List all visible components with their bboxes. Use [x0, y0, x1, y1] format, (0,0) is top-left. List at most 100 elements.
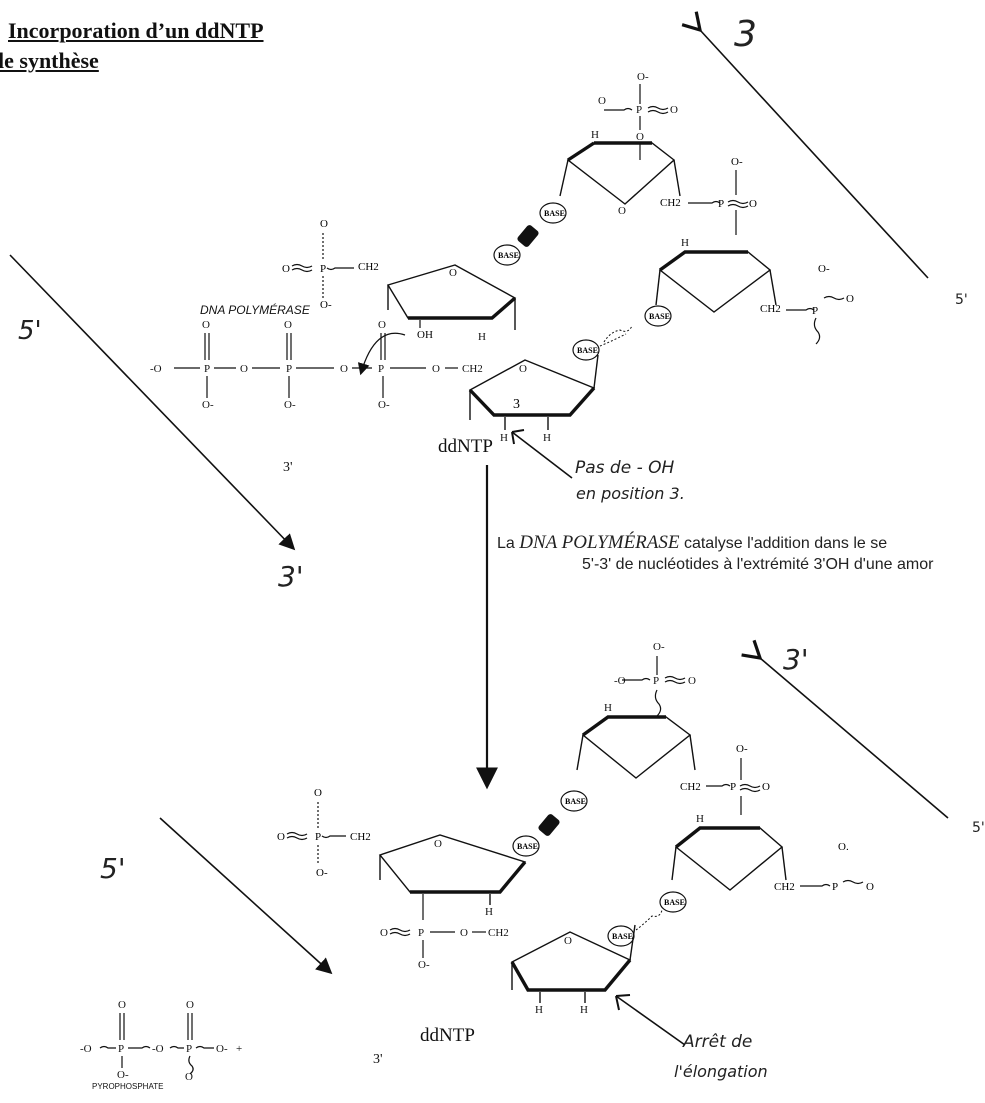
svg-text:O-: O-	[653, 641, 665, 653]
svg-text:O: O	[284, 319, 292, 331]
svg-text:P: P	[718, 198, 724, 210]
top-base-oval-4	[572, 339, 600, 361]
svg-text:O: O	[432, 363, 440, 375]
top-template-sugar-1: H O	[559, 129, 681, 217]
svg-text:O-: O-	[731, 156, 743, 168]
svg-text:O-: O-	[736, 743, 748, 755]
bottom-bottom-3prime-label: 3'	[373, 1052, 383, 1067]
svg-text:CH2: CH2	[350, 831, 371, 843]
svg-text:H: H	[696, 813, 704, 825]
svg-text:H: H	[535, 1004, 543, 1016]
svg-text:P: P	[186, 1043, 192, 1055]
svg-text:P: P	[636, 104, 642, 116]
svg-text:O: O	[378, 319, 386, 331]
bottom-base-oval-1	[560, 790, 588, 812]
annotation-stop-line1: Arrêt de	[683, 1032, 753, 1052]
svg-text:H: H	[543, 432, 551, 444]
bottom-base-pair-dots	[635, 909, 663, 931]
pointer-arrow-top	[511, 431, 573, 479]
svg-text:O: O	[749, 198, 757, 210]
top-right-strand-arrow	[681, 11, 929, 279]
svg-text:P: P	[204, 363, 210, 375]
svg-text:O: O	[320, 218, 328, 230]
svg-text:O: O	[618, 205, 626, 217]
svg-text:P: P	[418, 927, 424, 939]
bottom-primer-sugar: O H	[378, 834, 527, 918]
svg-text:O-: O-	[320, 299, 332, 311]
pyrophosphate-molecule: -O P -O P O- + O O O- O	[80, 999, 242, 1083]
bottom-base-label-2: BASE	[517, 842, 538, 851]
svg-text:P: P	[653, 675, 659, 687]
svg-text:O: O	[277, 831, 285, 843]
svg-text:H: H	[478, 331, 486, 343]
svg-text:O: O	[314, 787, 322, 799]
svg-text:+: +	[236, 1043, 242, 1055]
svg-text:CH2: CH2	[488, 927, 509, 939]
top-triphosphate: -O P O P O P O CH2 O O O O- O- O-	[150, 319, 483, 411]
enzyme-label: DNA POLYMÉRASE	[200, 303, 310, 317]
top-ch2-1: CH2	[660, 197, 681, 209]
svg-text:O: O	[598, 95, 606, 107]
bottom-left-strand-arrow	[159, 817, 333, 975]
svg-text:O: O	[762, 781, 770, 793]
bottom-base-label-1: BASE	[565, 797, 586, 806]
top-base-label-4: BASE	[577, 346, 598, 355]
annotation-stop-line2: l'élongation	[674, 1062, 768, 1081]
page-title: Incorporation d’un ddNTP	[8, 18, 264, 43]
svg-text:H: H	[580, 1004, 588, 1016]
svg-text:P: P	[832, 881, 838, 893]
svg-text:-O: -O	[150, 363, 162, 375]
bottom-right-5prime-label: 5'	[972, 820, 985, 836]
bottom-right-strand-arrow	[741, 639, 949, 819]
top-right-5prime-label: 5'	[955, 292, 968, 308]
svg-text:O: O	[202, 319, 210, 331]
svg-text:O: O	[670, 104, 678, 116]
bottom-base-oval-3	[659, 891, 687, 913]
svg-text:P: P	[320, 263, 326, 275]
svg-text:O-: O-	[637, 71, 649, 83]
page-subtitle: le synthèse	[0, 48, 99, 73]
svg-text:O: O	[434, 838, 442, 850]
top-base-oval-3	[644, 305, 672, 327]
ddntp-label-bottom: ddNTP	[420, 1025, 475, 1046]
svg-text:CH2: CH2	[760, 303, 781, 315]
svg-text:-O: -O	[152, 1043, 164, 1055]
bottom-base-oval-2	[512, 835, 540, 857]
pointer-arrow-bottom-head	[615, 994, 631, 1011]
svg-text:H: H	[500, 432, 508, 444]
svg-text:O: O	[846, 293, 854, 305]
svg-text:CH2: CH2	[358, 261, 379, 273]
top-base-label-1: BASE	[544, 209, 565, 218]
svg-text:O: O	[340, 363, 348, 375]
top-primer-oh: OH	[417, 329, 433, 341]
bottom-base-label-4: BASE	[612, 932, 633, 941]
svg-text:O-: O-	[216, 1043, 228, 1055]
pointer-arrow-bottom	[615, 995, 686, 1046]
svg-text:O: O	[564, 935, 572, 947]
svg-text:CH2: CH2	[774, 881, 795, 893]
bottom-phosphodiester: P O O CH2 O-	[380, 894, 509, 971]
svg-text:O: O	[460, 927, 468, 939]
svg-text:O-: O-	[202, 399, 214, 411]
caption-line1: La DNA POLYMÉRASE catalyse l'addition da…	[497, 532, 887, 554]
bottom-left-5prime-label: 5'	[100, 852, 126, 885]
svg-text:O-: O-	[316, 867, 328, 879]
pyrophosphate-label: PYROPHOSPHATE	[92, 1082, 164, 1091]
bottom-base-pair-block	[538, 814, 560, 836]
top-base-oval-1	[539, 202, 567, 224]
ddntp-label-top: ddNTP	[438, 436, 493, 457]
svg-text:O: O	[185, 1071, 193, 1083]
svg-text:P: P	[118, 1043, 124, 1055]
svg-text:P: P	[315, 831, 321, 843]
top-primer-sugar: O H	[386, 264, 517, 343]
caption-line2: 5'-3' de nucléotides à l'extrémité 3'OH …	[582, 556, 934, 573]
svg-text:O-: O-	[117, 1069, 129, 1081]
svg-text:O-: O-	[378, 399, 390, 411]
top-base-label-3: BASE	[649, 312, 670, 321]
svg-text:O-: O-	[284, 399, 296, 411]
svg-text:O: O	[240, 363, 248, 375]
bottom-ddntp-sugar: O H H	[510, 924, 636, 1016]
top-template-sugar-2: H	[655, 237, 777, 313]
top-base-label-2: BASE	[498, 251, 519, 260]
